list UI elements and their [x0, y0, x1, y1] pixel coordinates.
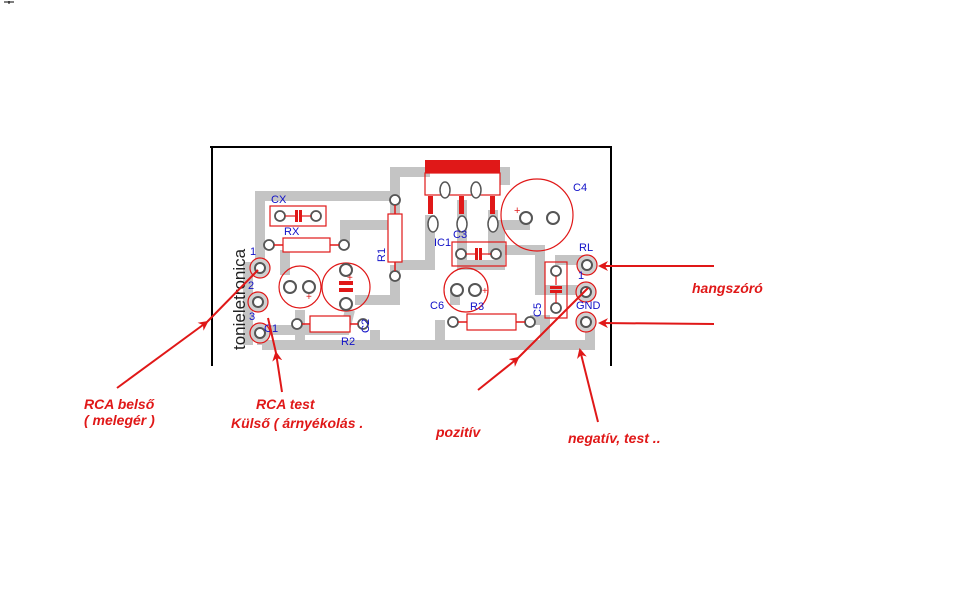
label-c6: C6: [430, 300, 444, 312]
c6-capacitor: +: [443, 267, 489, 313]
svg-text:+: +: [306, 292, 312, 303]
annotation-hangszoro: hangszóró: [692, 280, 763, 296]
label-rl-pin: 1: [578, 270, 584, 282]
r3-resistor: [447, 313, 536, 331]
label-pin3: 3: [249, 311, 255, 323]
output-connector-pads: [575, 254, 598, 333]
svg-text:+: +: [347, 273, 353, 284]
svg-text:+: +: [482, 286, 488, 297]
cx-capacitor: [269, 205, 327, 227]
annotation-arrows: [116, 261, 715, 423]
label-rx: RX: [284, 226, 300, 238]
annotation-negativ: negatív, test ..: [568, 430, 661, 446]
label-c2: C2: [360, 319, 372, 333]
label-c4: C4: [573, 182, 587, 194]
annotation-pozitiv: pozitív: [435, 424, 482, 440]
label-pin1: 1: [250, 246, 256, 258]
r1-resistor: [387, 194, 403, 282]
annotation-rca-test: RCA test: [256, 396, 316, 412]
c3-capacitor: [451, 241, 507, 267]
label-r2: R2: [341, 336, 355, 348]
label-c3: C3: [453, 229, 467, 241]
label-rl: RL: [579, 242, 593, 254]
svg-text:+: +: [514, 205, 520, 217]
annotation-melleger: ( melegér ): [84, 412, 155, 428]
ic1: [424, 160, 501, 233]
c1-capacitor: +: [278, 265, 322, 309]
c4-capacitor: +: [500, 178, 574, 252]
annotation-rca-belso: RCA belső: [84, 396, 155, 412]
annotation-kulso: Külső ( árnyékolás .: [231, 415, 363, 431]
brand-text: tonieletronica: [230, 248, 249, 350]
corner-mark: [4, 1, 14, 4]
rx-resistor: [263, 237, 350, 253]
r2-resistor: [291, 315, 369, 333]
board-outline: [210, 146, 612, 366]
c2-capacitor: +: [321, 262, 371, 312]
label-cx: CX: [271, 194, 287, 206]
label-c5: C5: [532, 303, 544, 317]
label-r3: R3: [470, 301, 484, 313]
label-gnd: GND: [576, 300, 601, 312]
label-pin2: 2: [248, 280, 254, 292]
label-r1: R1: [376, 248, 388, 262]
label-ic1: IC1: [434, 237, 451, 249]
c5-capacitor: [544, 261, 568, 319]
